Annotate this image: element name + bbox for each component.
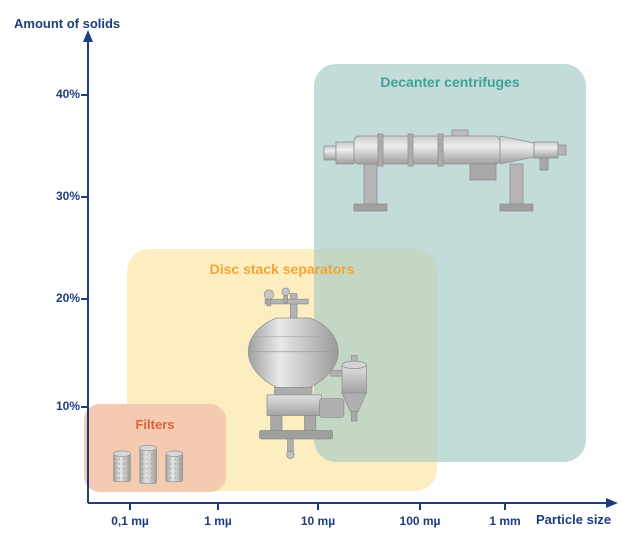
x-axis-title: Particle size bbox=[536, 512, 612, 527]
region-label-decanter-centrifuges: Decanter centrifuges bbox=[380, 74, 520, 90]
disc-stack-separator-illustration bbox=[222, 283, 372, 473]
region-label-filters: Filters bbox=[135, 417, 175, 432]
filter-cartridges-icon bbox=[113, 444, 183, 484]
y-axis-title: Amount of solids bbox=[14, 16, 121, 31]
region-label-disc-stack-separators: Disc stack separators bbox=[209, 261, 355, 277]
y-tick-10: 10% bbox=[55, 399, 80, 413]
y-tick-30: 30% bbox=[55, 189, 80, 203]
x-tick-100-mu: 100 mµ bbox=[399, 514, 441, 528]
x-axis-arrow-icon bbox=[606, 498, 618, 508]
filter-cartridges-illustration bbox=[108, 438, 192, 488]
decanter-centrifuge-illustration bbox=[320, 108, 572, 220]
x-tick-1-mu: 1 mµ bbox=[204, 514, 232, 528]
y-tick-20: 20% bbox=[55, 291, 80, 305]
y-axis-arrow-icon bbox=[83, 30, 93, 42]
disc-stack-separator-icon bbox=[247, 287, 367, 459]
x-tick-0-1-mu: 0,1 mµ bbox=[111, 514, 149, 528]
x-tick-1-mm: 1 mm bbox=[489, 514, 521, 528]
x-tick-10-mu: 10 mµ bbox=[300, 514, 336, 528]
decanter-centrifuge-icon bbox=[323, 129, 567, 212]
y-tick-40: 40% bbox=[55, 87, 80, 101]
